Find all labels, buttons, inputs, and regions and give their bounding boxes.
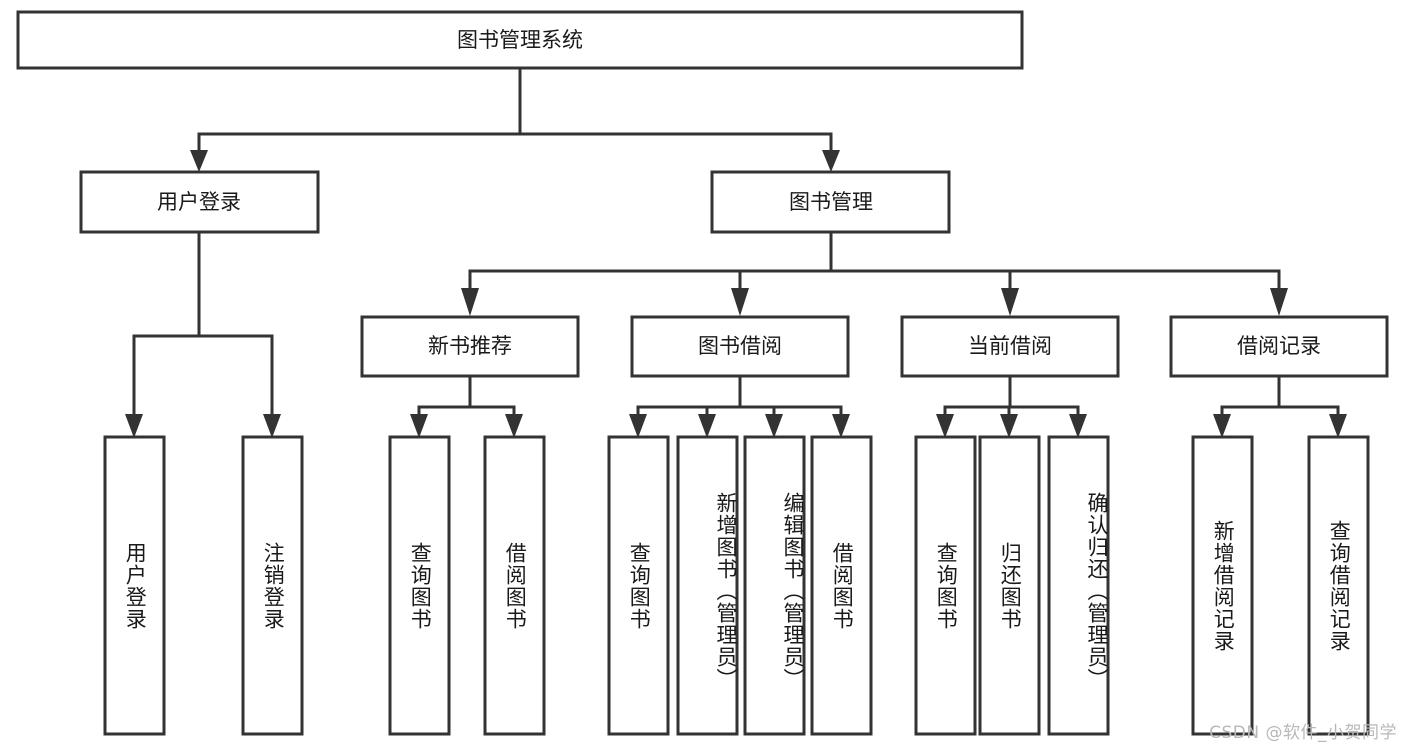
- node-borrow-records-label: 借阅记录: [1237, 334, 1321, 358]
- leaf-box-records-add[interactable]: [1191, 435, 1254, 736]
- node-user-login-box[interactable]: [79, 170, 320, 234]
- leaf-box-borrow-lend[interactable]: [810, 435, 873, 736]
- connectors-current-to-leaves: [936, 374, 1087, 438]
- arrow-head-icon: [190, 150, 208, 172]
- leaf-box-records-query[interactable]: [1307, 435, 1370, 736]
- node-borrow-records-box[interactable]: [1169, 315, 1389, 378]
- node-current-borrow-label: 当前借阅: [968, 334, 1052, 358]
- node-root-box[interactable]: [16, 10, 1024, 70]
- arrow-head-icon: [263, 414, 281, 438]
- leaf-box-current-confirm[interactable]: [1047, 435, 1110, 736]
- arrow-head-icon: [822, 150, 840, 172]
- arrow-head-icon: [1069, 414, 1087, 438]
- connectors-newbook-to-leaves: [410, 374, 523, 438]
- leaf-box-borrow-edit[interactable]: [743, 435, 806, 736]
- node-new-book-recommend[interactable]: 新书推荐: [360, 315, 580, 378]
- leaf-box-borrow-add[interactable]: [676, 435, 739, 736]
- node-current-borrow[interactable]: 当前借阅: [900, 315, 1120, 378]
- node-book-management-label: 图书管理: [789, 190, 873, 214]
- arrow-head-icon: [1270, 288, 1288, 316]
- arrow-head-icon: [125, 414, 143, 438]
- arrow-head-icon: [1001, 288, 1019, 316]
- connectors-records-to-leaves: [1213, 374, 1347, 438]
- arrow-head-icon: [629, 414, 647, 438]
- node-book-management-box[interactable]: [710, 170, 951, 234]
- connectors-root-to-level2: [190, 66, 840, 172]
- arrow-head-icon: [505, 414, 523, 438]
- node-book-management[interactable]: 图书管理: [710, 170, 951, 234]
- node-borrow-records[interactable]: 借阅记录: [1169, 315, 1389, 378]
- connectors-bookmgmt-to-level3: [461, 231, 1288, 316]
- arrow-head-icon: [765, 414, 783, 438]
- arrow-head-icon: [410, 414, 428, 438]
- arrow-head-icon: [698, 414, 716, 438]
- leaf-box-user-login[interactable]: [103, 435, 166, 736]
- node-new-book-recommend-label: 新书推荐: [428, 334, 512, 358]
- node-user-login-label: 用户登录: [157, 190, 241, 214]
- node-book-borrow[interactable]: 图书借阅: [630, 315, 850, 378]
- connectors-userlogin-to-leaves: [125, 230, 281, 438]
- arrow-head-icon: [1329, 414, 1347, 438]
- arrow-head-icon: [1213, 414, 1231, 438]
- connectors-borrow-to-leaves: [629, 374, 850, 438]
- node-book-borrow-label: 图书借阅: [698, 334, 782, 358]
- arrow-head-icon: [936, 414, 954, 438]
- leaf-box-current-query[interactable]: [914, 435, 977, 736]
- leaf-box-borrow-query[interactable]: [607, 435, 670, 736]
- arrow-head-icon: [832, 414, 850, 438]
- leaf-box-logout[interactable]: [241, 435, 304, 736]
- node-root-label: 图书管理系统: [457, 28, 583, 52]
- node-current-borrow-box[interactable]: [900, 315, 1120, 378]
- node-root[interactable]: 图书管理系统: [16, 10, 1024, 70]
- leaf-box-current-return[interactable]: [978, 435, 1041, 736]
- node-user-login[interactable]: 用户登录: [79, 170, 320, 234]
- leaf-box-newbook-borrow[interactable]: [483, 435, 546, 736]
- node-new-book-recommend-box[interactable]: [360, 315, 580, 378]
- arrow-head-icon: [1000, 414, 1018, 438]
- csdn-watermark: CSDN @软件_小贺同学: [1209, 723, 1397, 743]
- arrow-head-icon: [461, 288, 479, 316]
- arrow-head-icon: [731, 288, 749, 316]
- node-book-borrow-box[interactable]: [630, 315, 850, 378]
- leaf-box-newbook-query[interactable]: [388, 435, 451, 736]
